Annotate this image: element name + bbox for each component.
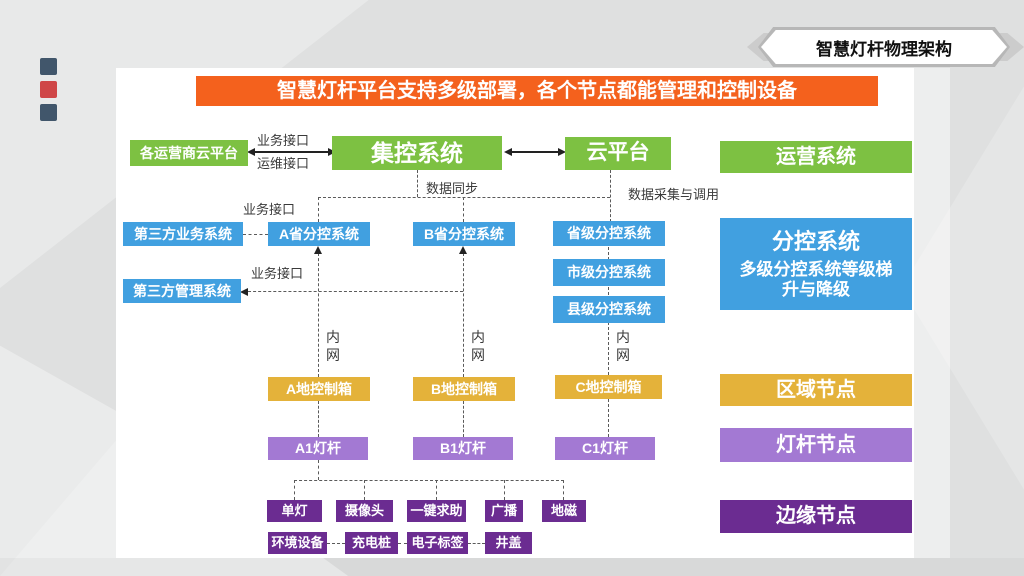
connector-device-bus xyxy=(294,480,564,481)
arrowhead-left xyxy=(240,288,248,296)
node-county-level: 县级分控系统 xyxy=(553,296,665,323)
node-pole-c1: C1灯杆 xyxy=(555,437,655,460)
tier-region-node: 区域节点 xyxy=(720,374,912,406)
node-control-box-c: C地控制箱 xyxy=(555,375,662,399)
connector-sync-province-b xyxy=(463,197,464,222)
node-province-a: A省分控系统 xyxy=(268,222,370,246)
background-band xyxy=(914,68,950,558)
connector-sync-bus xyxy=(318,197,610,198)
device-sos: 一键求助 xyxy=(407,500,466,522)
arrowhead-up xyxy=(459,246,467,254)
device-single-lamp: 单灯 xyxy=(267,500,322,522)
node-carrier-cloud: 各运营商云平台 xyxy=(130,140,248,166)
connector-central-sync xyxy=(417,170,418,197)
device-charging-pile: 充电桩 xyxy=(345,532,398,554)
tier-sub-control-title: 分控系统 xyxy=(771,228,860,254)
node-third-party-business: 第三方业务系统 xyxy=(123,222,243,246)
headline-banner: 智慧灯杆平台支持多级部署，各个节点都能管理和控制设备 xyxy=(196,76,878,106)
device-geomagnetic: 地磁 xyxy=(542,500,586,522)
decor-square-middle xyxy=(40,81,57,98)
connector-cloud-province xyxy=(610,170,611,222)
connector-sync-province-a xyxy=(318,197,319,222)
device-manhole: 井盖 xyxy=(485,532,532,554)
label-business-interface-mgmt: 业务接口 xyxy=(251,266,304,281)
node-pole-b1: B1灯杆 xyxy=(413,437,513,460)
connector-thirdparty-business xyxy=(243,234,268,235)
device-broadcast: 广播 xyxy=(485,500,523,522)
label-data-sync: 数据同步 xyxy=(426,181,479,196)
tier-edge-node: 边缘节点 xyxy=(720,500,912,533)
label-business-interface-a: 业务接口 xyxy=(243,202,296,217)
node-province-level: 省级分控系统 xyxy=(553,221,665,246)
ribbon-title: 智慧灯杆物理架构 xyxy=(816,39,952,59)
background-bottom-strip xyxy=(0,558,1024,576)
node-control-box-b: B地控制箱 xyxy=(413,377,515,401)
device-camera: 摄像头 xyxy=(336,500,393,522)
connector-column-b-lower xyxy=(463,401,464,437)
connector-drop-3 xyxy=(436,480,437,500)
tier-sub-control: 分控系统 多级分控系统等级梯升与降级 xyxy=(720,218,912,310)
decor-square-top xyxy=(40,58,57,75)
node-pole-a1: A1灯杆 xyxy=(268,437,368,460)
label-intranet-a: 内网 xyxy=(326,329,340,363)
node-control-box-a: A地控制箱 xyxy=(268,377,370,401)
device-environment: 环境设备 xyxy=(268,532,327,554)
connector-drop-4 xyxy=(504,480,505,500)
node-third-party-mgmt: 第三方管理系统 xyxy=(123,279,241,303)
label-intranet-b: 内网 xyxy=(471,329,485,363)
connector-drop-2 xyxy=(364,480,365,500)
connector-device-row2-1 xyxy=(327,543,345,544)
label-intranet-c: 内网 xyxy=(616,329,630,363)
tier-sub-control-note: 多级分控系统等级梯升与降级 xyxy=(739,260,893,299)
connector-column-b-upper xyxy=(463,248,464,377)
node-province-b: B省分控系统 xyxy=(413,222,515,246)
device-etag: 电子标签 xyxy=(407,532,468,554)
arrowhead-left xyxy=(504,148,512,156)
node-cloud-platform: 云平台 xyxy=(565,137,671,170)
connector-device-row2-3 xyxy=(468,543,485,544)
label-business-interface-top: 业务接口 xyxy=(257,133,310,148)
decor-square-bottom xyxy=(40,104,57,121)
connector-thirdparty-mgmt xyxy=(243,291,463,292)
connector-device-row2-2 xyxy=(398,543,407,544)
tier-pole-node: 灯杆节点 xyxy=(720,428,912,462)
connector-column-c-lower xyxy=(608,399,609,437)
connector-drop-1 xyxy=(294,480,295,500)
arrowhead-left xyxy=(247,148,255,156)
arrowhead-right xyxy=(558,148,566,156)
label-data-collection: 数据采集与调用 xyxy=(628,187,720,202)
connector-column-a-upper xyxy=(318,248,319,377)
connector-drop-5 xyxy=(563,480,564,500)
label-ops-interface: 运维接口 xyxy=(257,156,310,171)
tier-operation-system: 运营系统 xyxy=(720,141,912,173)
connector-column-a-lower xyxy=(318,401,319,437)
ribbon: 智慧灯杆物理架构 xyxy=(761,30,1007,64)
connector-pole-devices xyxy=(318,460,319,480)
arrowhead-up xyxy=(314,246,322,254)
node-central-control: 集控系统 xyxy=(332,136,502,170)
connector-central-cloud xyxy=(508,151,560,153)
connector-carrier-central xyxy=(252,151,330,153)
node-city-level: 市级分控系统 xyxy=(553,259,665,286)
